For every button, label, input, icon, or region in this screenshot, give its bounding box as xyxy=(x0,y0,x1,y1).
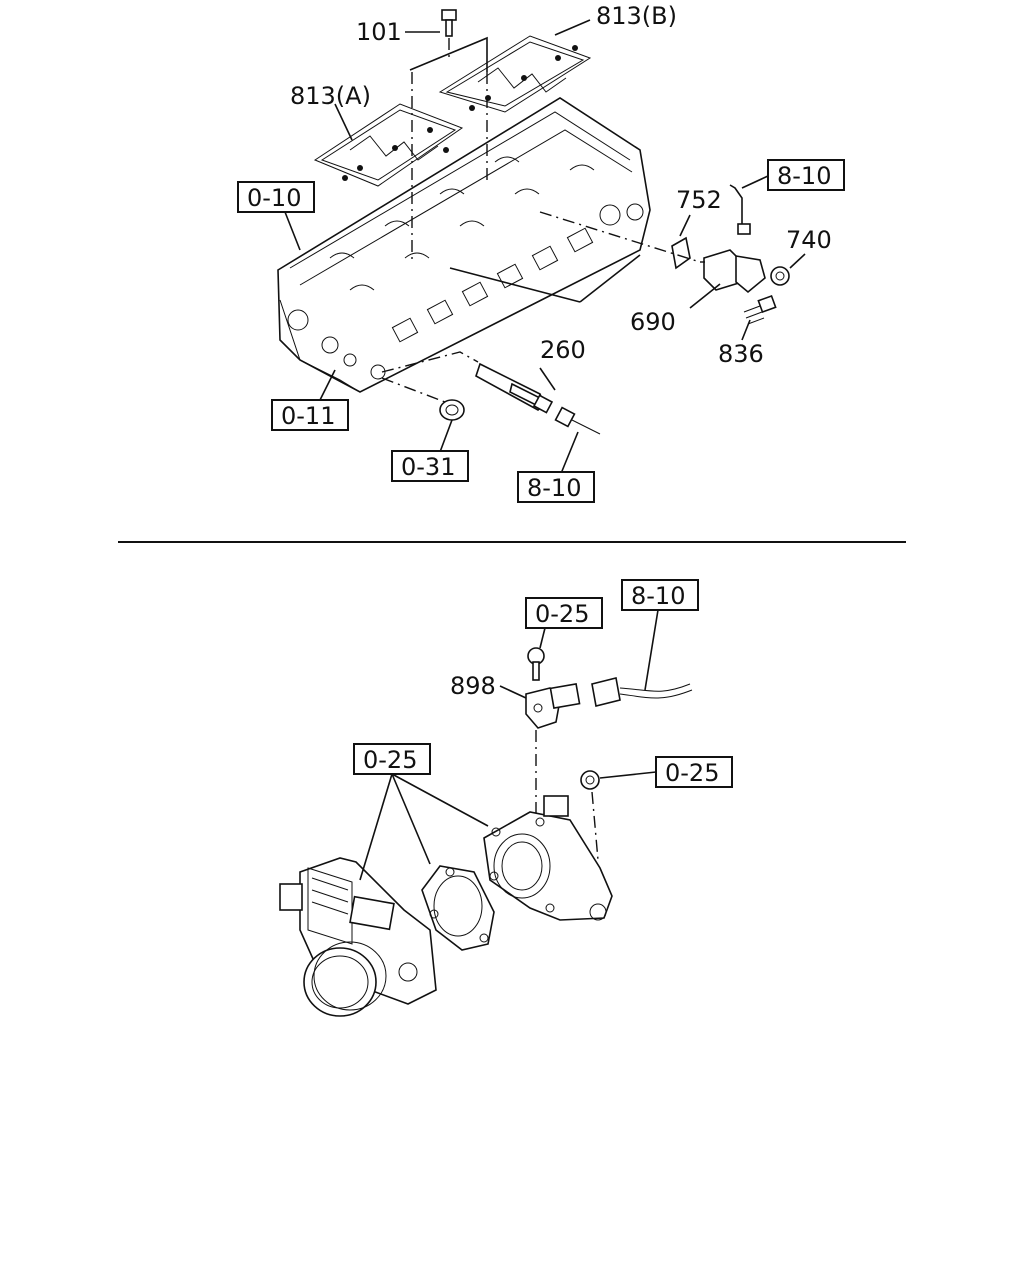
label-813b: 813(B) xyxy=(596,2,677,30)
label-898: 898 xyxy=(450,672,496,700)
sensor-898-icon xyxy=(525,682,581,729)
label-752: 752 xyxy=(676,186,722,214)
harness-connector-icon xyxy=(591,677,693,707)
ref-box-0-10[interactable]: 0-10 xyxy=(237,181,315,213)
connector-plug-icon xyxy=(554,406,601,435)
intake-adapter xyxy=(483,795,613,921)
gasket-752-icon xyxy=(671,236,691,270)
sensor-690-icon xyxy=(703,223,766,294)
ref-box-0-11[interactable]: 0-11 xyxy=(271,399,349,431)
injector-260-icon xyxy=(475,362,554,414)
bolt-836-icon xyxy=(743,294,777,325)
svg-text:0-25: 0-25 xyxy=(665,759,719,787)
label-690: 690 xyxy=(630,308,676,336)
ref-box-0-25-nut[interactable]: 0-25 xyxy=(655,756,733,788)
svg-text:0-31: 0-31 xyxy=(401,453,455,481)
gasket-813a xyxy=(313,103,464,187)
nut-0-25-icon xyxy=(580,770,600,790)
label-740: 740 xyxy=(786,226,832,254)
svg-text:0-25: 0-25 xyxy=(363,746,417,774)
bolt-101-icon xyxy=(441,9,457,37)
bolt-0-25-icon xyxy=(527,647,545,681)
ref-box-0-25-throttle[interactable]: 0-25 xyxy=(353,743,431,775)
ref-box-8-10-lower[interactable]: 8-10 xyxy=(517,471,595,503)
svg-text:0-11: 0-11 xyxy=(281,402,335,430)
ref-box-0-31[interactable]: 0-31 xyxy=(391,450,469,482)
ref-box-0-25-bolt[interactable]: 0-25 xyxy=(525,597,603,629)
ref-box-8-10-harness[interactable]: 8-10 xyxy=(621,579,699,611)
label-101: 101 xyxy=(356,18,402,46)
svg-text:0-10: 0-10 xyxy=(247,184,301,212)
label-836: 836 xyxy=(718,340,764,368)
gasket-813b xyxy=(438,35,592,113)
svg-text:8-10: 8-10 xyxy=(527,474,581,502)
svg-text:0-25: 0-25 xyxy=(535,600,589,628)
label-813a: 813(A) xyxy=(290,82,371,110)
throttle-gasket xyxy=(421,865,495,951)
nut-740-icon xyxy=(770,266,790,286)
svg-text:8-10: 8-10 xyxy=(777,162,831,190)
label-260: 260 xyxy=(540,336,586,364)
ref-box-8-10-top[interactable]: 8-10 xyxy=(767,159,845,191)
plug-0-31-icon xyxy=(439,399,465,421)
throttle-body xyxy=(279,857,437,1017)
svg-text:8-10: 8-10 xyxy=(631,582,685,610)
cylinder-head-assembly xyxy=(277,97,651,393)
